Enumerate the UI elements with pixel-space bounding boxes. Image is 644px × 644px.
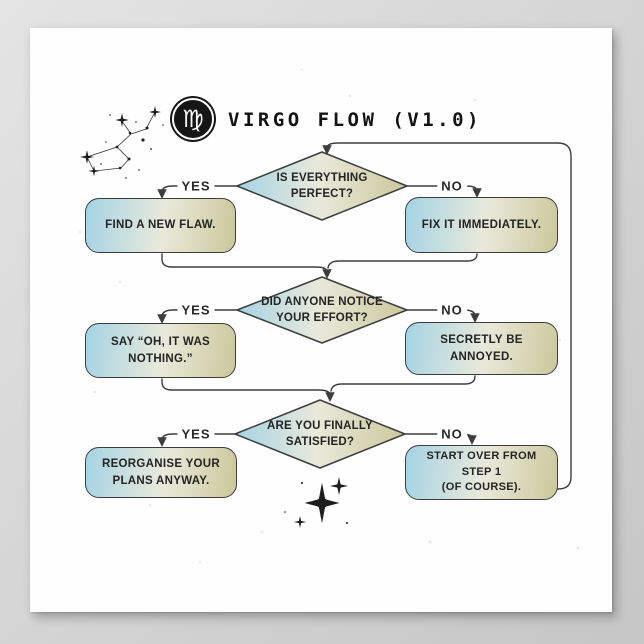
- question-1: IS EVERYTHING PERFECT?: [276, 171, 368, 200]
- action-box-fix-it-immediately: FIX IT IMMEDIATELY.: [405, 197, 558, 253]
- action-box-say-it-was-nothing: SAY “OH, IT WAS NOTHING.”: [85, 323, 236, 378]
- question-3: ARE YOU FINALLY SATISFIED?: [267, 419, 373, 448]
- no-label-2: NO: [437, 302, 467, 318]
- virgo-badge-icon: ♍: [170, 96, 216, 142]
- question-2: DID ANYONE NOTICE YOUR EFFORT?: [261, 295, 383, 324]
- action-box-secretly-be-annoyed: SECRETLY BE ANNOYED.: [405, 322, 558, 375]
- yes-label-2: YES: [177, 302, 215, 318]
- action-box-reorganise-plans: REORGANISE YOUR PLANS ANYWAY.: [85, 447, 237, 498]
- virgo-glyph: ♍: [172, 98, 214, 140]
- yes-label-1: YES: [177, 178, 215, 194]
- action-box-start-over: START OVER FROM STEP 1 (OF COURSE).: [405, 445, 558, 500]
- no-label-1: NO: [437, 178, 467, 194]
- no-label-3: NO: [437, 426, 467, 442]
- action-box-find-a-new-flaw: FIND A NEW FLAW.: [85, 198, 236, 253]
- yes-label-3: YES: [177, 426, 215, 442]
- page-title: VIRGO FLOW (V1.0): [228, 109, 482, 131]
